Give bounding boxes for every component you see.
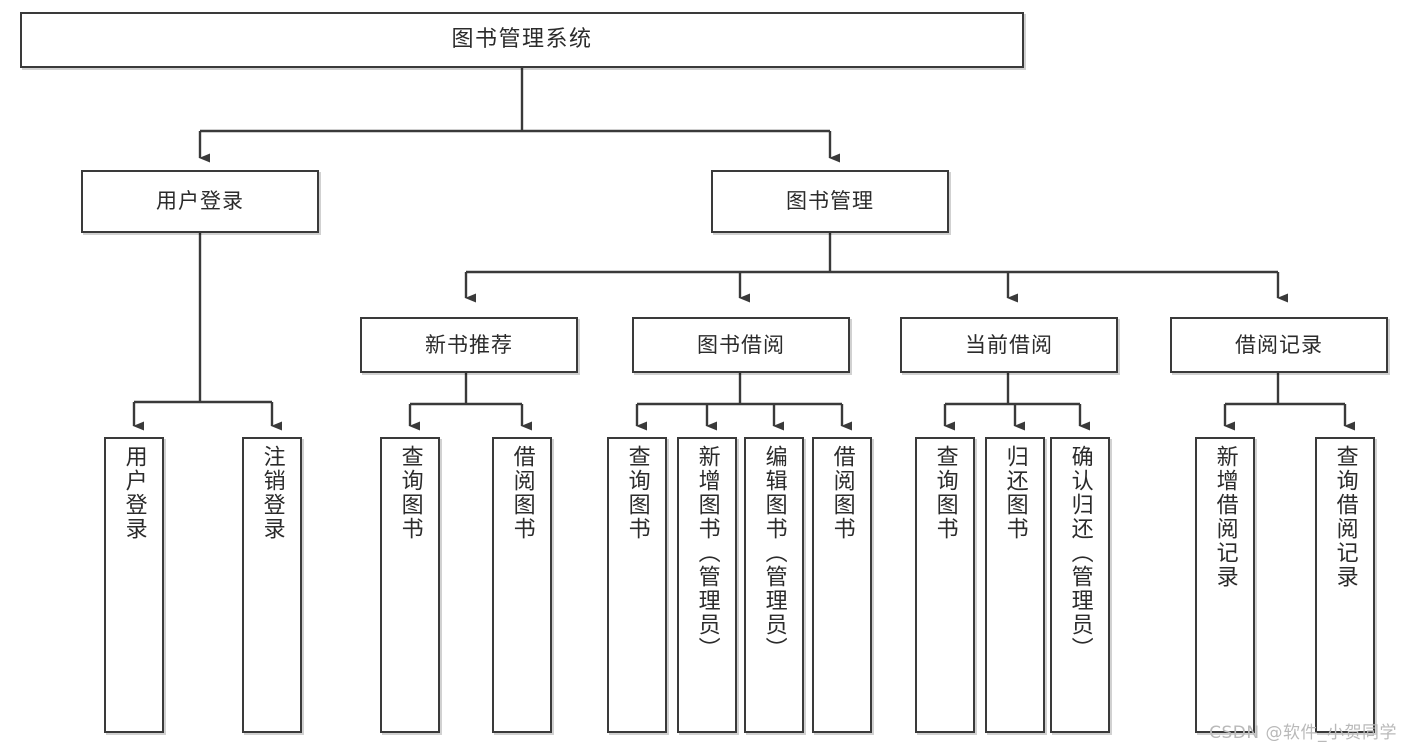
node-label: 借阅记录 (1235, 332, 1323, 357)
node-label: 编辑图书（管理员） (761, 445, 787, 661)
node-label: 借阅图书 (509, 445, 535, 541)
node-label: 当前借阅 (965, 332, 1053, 357)
node-label: 查询图书 (397, 445, 423, 541)
node-leaf-borrow-book-1[interactable]: 借阅图书 (492, 437, 552, 733)
node-label: 新增图书（管理员） (694, 445, 720, 661)
node-leaf-add-record[interactable]: 新增借阅记录 (1195, 437, 1255, 733)
node-label: 借阅图书 (829, 445, 855, 541)
node-leaf-query-book-3[interactable]: 查询图书 (915, 437, 975, 733)
node-root-system[interactable]: 图书管理系统 (20, 12, 1024, 68)
node-label: 查询图书 (932, 445, 958, 541)
node-label: 图书借阅 (697, 332, 785, 357)
node-borrow-record[interactable]: 借阅记录 (1170, 317, 1388, 373)
node-label: 用户登录 (156, 189, 244, 214)
node-label: 新增借阅记录 (1212, 445, 1238, 589)
node-label: 归还图书 (1002, 445, 1028, 541)
node-leaf-add-book[interactable]: 新增图书（管理员） (677, 437, 737, 733)
node-leaf-edit-book[interactable]: 编辑图书（管理员） (744, 437, 804, 733)
node-book-manage[interactable]: 图书管理 (711, 170, 949, 233)
node-current-borrow[interactable]: 当前借阅 (900, 317, 1118, 373)
csdn-watermark: CSDN @软件_小贺同学 (1209, 723, 1397, 743)
node-leaf-borrow-book-2[interactable]: 借阅图书 (812, 437, 872, 733)
node-leaf-confirm-return[interactable]: 确认归还（管理员） (1050, 437, 1110, 733)
node-label: 图书管理系统 (451, 27, 593, 53)
node-user-login[interactable]: 用户登录 (81, 170, 319, 233)
node-label: 图书管理 (786, 189, 874, 214)
node-new-book-recommend[interactable]: 新书推荐 (360, 317, 578, 373)
node-label: 确认归还（管理员） (1067, 445, 1093, 661)
node-label: 新书推荐 (425, 332, 513, 357)
node-leaf-user-login[interactable]: 用户登录 (104, 437, 164, 733)
node-leaf-query-book-1[interactable]: 查询图书 (380, 437, 440, 733)
node-leaf-return-book[interactable]: 归还图书 (985, 437, 1045, 733)
node-label: 查询图书 (624, 445, 650, 541)
node-leaf-query-book-2[interactable]: 查询图书 (607, 437, 667, 733)
node-book-borrow[interactable]: 图书借阅 (632, 317, 850, 373)
node-label: 查询借阅记录 (1332, 445, 1358, 589)
node-label: 注销登录 (259, 445, 285, 541)
node-label: 用户登录 (121, 445, 147, 541)
node-leaf-query-record[interactable]: 查询借阅记录 (1315, 437, 1375, 733)
node-leaf-logout-login[interactable]: 注销登录 (242, 437, 302, 733)
